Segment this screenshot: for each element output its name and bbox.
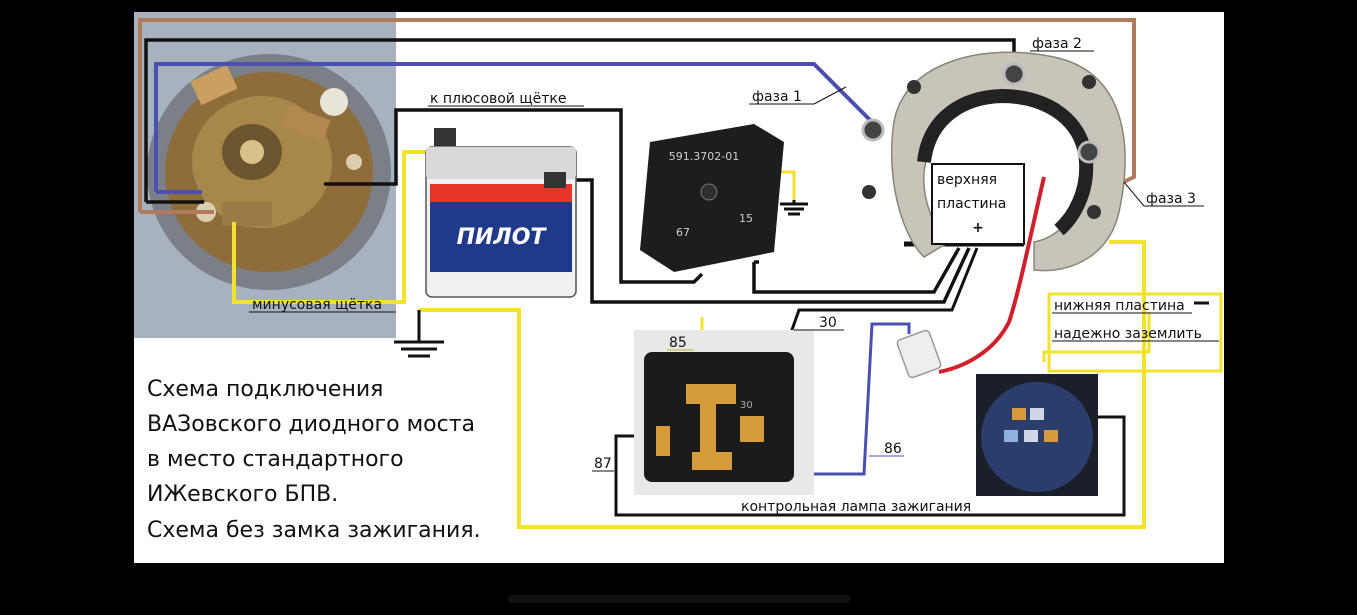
relay-terminal-30 xyxy=(740,416,764,442)
ground-symbol-2 xyxy=(780,200,808,216)
caption-line-4: ИЖевского БПВ. xyxy=(147,482,338,507)
control-panel xyxy=(976,374,1098,496)
relay-terminal-87 xyxy=(656,426,670,456)
indicator-beam-icon xyxy=(1004,430,1018,442)
indicator-lamp-icon xyxy=(1012,408,1026,420)
battery-terminal-plus xyxy=(544,172,566,188)
label-plus-brush: к плюсовой щётке xyxy=(430,91,566,107)
relay-body-30: 30 xyxy=(740,400,753,411)
relay-terminal-86 xyxy=(692,452,732,470)
wire-relay-87 xyxy=(614,415,1126,517)
connector-body xyxy=(896,329,942,379)
wire-plus-brush xyxy=(324,108,704,284)
relay: 30 xyxy=(634,330,814,495)
regulator-pin-15: 15 xyxy=(739,212,753,225)
diode-bridge-bolt-phase2 xyxy=(1002,62,1026,86)
relay-terminal-85 xyxy=(686,384,736,404)
caption-line-1: Схема подключения xyxy=(147,377,383,402)
label-phase2: фаза 2 xyxy=(1032,36,1082,52)
regulator-model: 591.3702-01 xyxy=(669,150,739,163)
label-minus-brush: минусовая щётка xyxy=(252,297,382,313)
label-relay-pin-85: 85 xyxy=(669,335,687,351)
relay-body xyxy=(644,352,794,482)
label-relay-pin-30: 30 xyxy=(819,315,837,331)
indicator-charge-icon xyxy=(1030,408,1044,420)
regulator-pin-67: 67 xyxy=(676,226,690,239)
diode-bridge-bolt-phase3 xyxy=(1077,140,1101,164)
label-upper-plate-plus: + xyxy=(972,220,984,236)
battery-brand: ПИЛОТ xyxy=(457,225,548,250)
label-lower-plate-1: нижняя пластина xyxy=(1054,298,1185,314)
label-relay-pin-87: 87 xyxy=(594,456,612,472)
alternator-photo xyxy=(134,12,396,338)
ground-symbol-1 xyxy=(394,310,444,358)
lower-plate-box xyxy=(1047,292,1223,373)
wire-brown-phase3 xyxy=(138,18,1136,212)
relay-terminal-87a xyxy=(700,400,716,455)
caption-line-2: ВАЗовского диодного моста xyxy=(147,412,475,437)
wire-blue-phase1 xyxy=(154,62,874,192)
indicator-neutral-icon xyxy=(1024,430,1038,442)
lamp-connector xyxy=(896,329,942,379)
battery: ПИЛОТ xyxy=(425,128,577,298)
label-relay-pin-86: 86 xyxy=(884,441,902,457)
wire-yellow-minus-brush xyxy=(232,150,434,304)
label-upper-plate-1: верхняя xyxy=(937,172,997,188)
label-phase3: фаза 3 xyxy=(1146,191,1196,207)
diode-bridge xyxy=(861,51,1126,272)
wire-yellow-ground-loop xyxy=(419,240,1146,529)
battery-label xyxy=(430,202,572,272)
diagram-panel: ПИЛОТ 591.3702-01 67 15 30 xyxy=(134,12,1224,563)
indicator-oil-icon xyxy=(1044,430,1058,442)
wire-battery-plus xyxy=(554,178,971,304)
home-indicator[interactable] xyxy=(508,595,851,603)
label-upper-plate-2: пластина xyxy=(937,196,1006,212)
caption-line-5: Схема без замка зажигания. xyxy=(147,518,481,543)
label-lower-plate-2: надежно заземлить xyxy=(1054,326,1202,342)
wire-red-lamp xyxy=(938,176,1046,374)
wiring-diagram: ПИЛОТ 591.3702-01 67 15 30 xyxy=(134,12,1223,543)
label-control-lamp: контрольная лампа зажигания xyxy=(741,499,971,515)
voltage-regulator: 591.3702-01 67 15 xyxy=(640,124,784,272)
diode-bridge-bolt-phase1 xyxy=(861,118,885,142)
diode-bridge-insulator xyxy=(917,88,1094,236)
battery-terminal-minus xyxy=(434,128,456,146)
caption: Схема подключения ВАЗовского диодного мо… xyxy=(147,377,481,543)
upper-plate-box xyxy=(931,163,1025,245)
label-phase1: фаза 1 xyxy=(752,89,802,105)
caption-line-3: в место стандартного xyxy=(147,447,404,472)
